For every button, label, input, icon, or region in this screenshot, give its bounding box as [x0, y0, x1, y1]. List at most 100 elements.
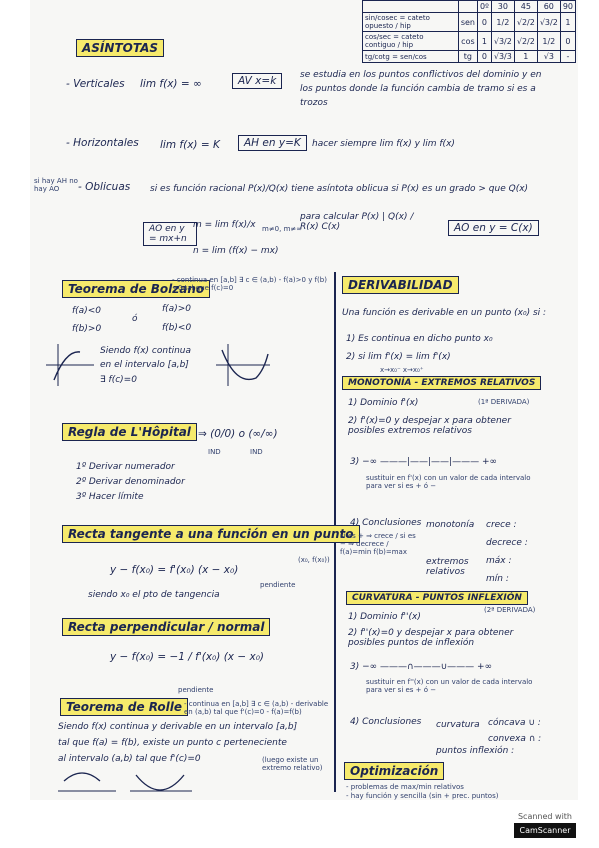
hopital-step-2: 2º Derivar denominador: [76, 477, 185, 487]
monotonia-decrece: decrece :: [486, 538, 528, 548]
curvatura-step-4: 4) Conclusiones: [350, 717, 422, 727]
table-header-cell: 90: [559, 0, 577, 13]
table-cell: cos/sec = cateto contiguo / hip: [362, 31, 459, 51]
monotonia-step-3: 3) −∞ ———|——|——|——— +∞: [350, 457, 497, 467]
table-cell: tg/cotg = sen/cos: [362, 50, 459, 63]
tangente-note: siendo x₀ el pto de tangencia: [88, 590, 220, 600]
table-cell: 1/2: [490, 12, 515, 32]
n-formula: n = lim (f(x) − mx): [193, 246, 279, 256]
camscanner-logo: CamScanner: [514, 823, 576, 838]
horizontales-formula: lim f(x) = K: [160, 139, 220, 151]
bolzano-desc-3: ∃ f(c)=0: [100, 375, 137, 385]
table-header-cell: 45: [513, 0, 538, 13]
bolzano-graph-right: [216, 344, 270, 386]
m-note: m≠0, m≠∞: [262, 225, 303, 233]
hopital-ind-1: IND: [208, 448, 221, 456]
derivabilidad-cond-2: 2) si lim f'(x) = lim f'(x): [346, 352, 451, 362]
oblicuas-note: si es función racional P(x)/Q(x) tiene a…: [150, 184, 529, 194]
bolzano-case-a: f(a)<0: [72, 306, 101, 316]
table-cell: 1: [559, 12, 577, 32]
bolzano-case-d: f(b)<0: [162, 323, 192, 333]
ao-box: AO en y = mx+n: [143, 222, 197, 246]
derivabilidad-title-text: DERIVABILIDAD: [342, 276, 459, 294]
trig-table: 0º 30 45 60 90 sin/cosec = cateto opuest…: [362, 0, 577, 63]
table-cell: 0: [559, 31, 577, 51]
derivabilidad-cond-1: 1) Es continua en dicho punto x₀: [346, 334, 493, 344]
table-cell: √3/2: [536, 12, 561, 32]
verticales-label: - Verticales: [66, 78, 125, 90]
curvatura-convexa: convexa ∩ :: [488, 734, 542, 744]
table-header-cell: 30: [490, 0, 515, 13]
bolzano-title-text: Teorema de Bolzano: [62, 280, 211, 298]
verticales-formula: lim f(x) = ∞: [140, 78, 202, 90]
curvatura-inflexion: puntos inflexión :: [436, 746, 515, 756]
normal-title: Recta perpendicular / normal: [62, 618, 271, 636]
curvatura-step-3-note: sustituir en f''(x) con un valor de cada…: [366, 678, 533, 694]
monotonia-title-text: MONOTONÍA - EXTREMOS RELATIVOS: [342, 376, 542, 390]
si-hay-note: si hay AH no hay AO: [34, 177, 78, 193]
verticales-note: se estudia en los puntos conflictivos de…: [300, 70, 542, 108]
curvatura-title: CURVATURA - PUNTOS INFLEXIÓN: [346, 591, 528, 605]
table-cell: √2/2: [513, 12, 538, 32]
hopital-ind-2: IND: [250, 448, 263, 456]
table-cell: 1/2: [536, 31, 561, 51]
tangente-point: (x₀, f(x₀)): [298, 556, 330, 564]
table-cell: √3/3: [490, 50, 515, 63]
rolle-title-text: Teorema de Rolle: [60, 698, 189, 716]
table-cell: 1: [477, 31, 492, 51]
bolzano-graph-left: [46, 344, 94, 386]
monotonia-step-3-note: sustituir en f'(x) con un valor de cada …: [366, 474, 531, 490]
curvatura-label: curvatura: [436, 720, 480, 730]
hopital-step-1: 1º Derivar numerador: [76, 462, 175, 472]
monotonia-step-4-side: si es + ⇒ crece / si es − ⇒ decrece / f(…: [340, 532, 416, 556]
normal-formula: y − f(x₀) = −1 / f'(x₀) (x − x₀): [110, 651, 265, 663]
extremos-max: máx :: [486, 556, 512, 566]
asintotas-title: ASÍNTOTAS: [76, 39, 165, 57]
curvatura-title-text: CURVATURA - PUNTOS INFLEXIÓN: [346, 591, 528, 605]
table-row: sin/cosec = cateto opuesto / hip sen 0 1…: [362, 12, 577, 32]
table-cell: √2/2: [513, 31, 538, 51]
hopital-forms: ⇒ (0/0) o (∞/∞): [198, 428, 278, 440]
curvatura-concava: cóncava ∪ :: [488, 718, 541, 728]
rolle-graphs: [58, 772, 192, 792]
curvatura-step-1: 1) Dominio f''(x): [348, 612, 421, 622]
horizontales-label: - Horizontales: [66, 137, 139, 149]
rolle-line-3: al intervalo (a,b) tal que f'(c)=0: [58, 754, 201, 764]
horizontales-note: hacer siempre lim f(x) y lim f(x): [312, 139, 455, 149]
derivabilidad-title: DERIVABILIDAD: [342, 276, 459, 294]
table-row: cos/sec = cateto contiguo / hip cos 1 √3…: [362, 31, 577, 51]
rolle-conditions: - continua en [a,b] ∃ c ∈ (a,b) - deriva…: [184, 700, 329, 716]
bolzano-case-c: f(a)>0: [162, 304, 191, 314]
table-cell: 1: [513, 50, 538, 63]
rolle-note: (luego existe un extremo relativo): [262, 756, 323, 772]
table-header-row: 0º 30 45 60 90: [362, 0, 577, 13]
extremos-min: mín :: [486, 574, 509, 584]
bolzano-title: Teorema de Bolzano: [62, 280, 211, 298]
oblicuas-label: - Oblicuas: [78, 181, 131, 193]
rolle-title: Teorema de Rolle: [60, 698, 189, 716]
optimizacion-title-text: Optimización: [344, 762, 445, 780]
monotonia-label: monotonía: [426, 520, 475, 530]
bolzano-or: ó: [132, 314, 138, 324]
table-cell: tg: [457, 50, 479, 63]
tangente-title-text: Recta tangente a una función en un punto: [62, 525, 360, 543]
curvatura-step-3: 3) −∞ ———∩———∪——— +∞: [350, 662, 493, 672]
table-header-cell: [457, 0, 479, 13]
ao-result-box: AO en y = C(x): [448, 220, 539, 236]
tangente-formula: y − f(x₀) = f'(x₀) (x − x₀): [110, 564, 239, 576]
normal-pendiente: pendiente: [178, 686, 214, 694]
bolzano-case-b: f(b)>0: [72, 324, 102, 334]
extremos-label: extremos relativos: [426, 557, 469, 577]
table-cell: cos: [457, 31, 479, 51]
curvatura-derivada: (2ª DERIVADA): [484, 606, 536, 614]
monotonia-step-1: 1) Dominio f'(x): [348, 398, 419, 408]
monotonia-step-4: 4) Conclusiones: [350, 518, 422, 528]
para-calcular: para calcular P(x) | Q(x) / R(x) C(x): [300, 212, 414, 232]
bolzano-desc-2: en el intervalo [a,b]: [100, 360, 189, 370]
hopital-step-3: 3º Hacer límite: [76, 492, 144, 502]
bolzano-desc-1: Siendo f(x) continua: [100, 346, 192, 356]
m-formula: m = lim f(x)/x: [193, 220, 256, 230]
table-header-cell: 60: [536, 0, 561, 13]
tangente-title: Recta tangente a una función en un punto: [62, 525, 360, 543]
curvatura-step-2: 2) f''(x)=0 y despejar x para obtener po…: [348, 628, 514, 648]
